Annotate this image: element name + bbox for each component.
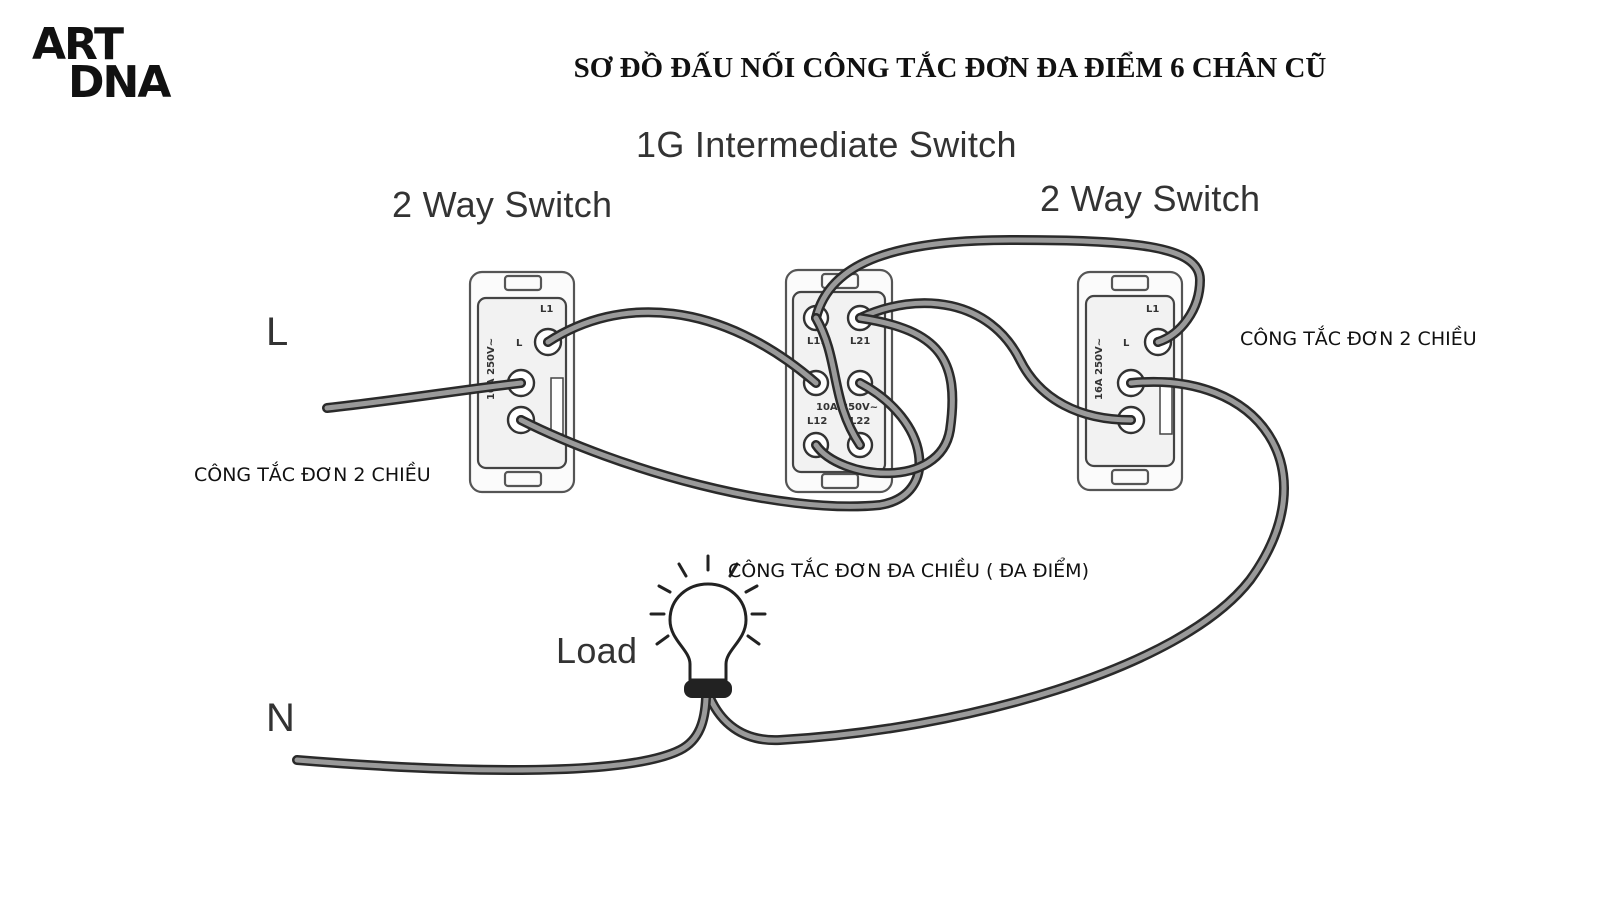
left-switch-bottom-tab [503, 470, 543, 488]
left-switch-top-tab [503, 274, 543, 292]
left-switch-rating: 10A 250V~ [486, 338, 497, 400]
left-switch-l1-mark: L1 [540, 304, 553, 315]
wires [292, 235, 1289, 775]
load-label: Load [556, 630, 638, 671]
left-switch-label: 2 Way Switch [392, 184, 613, 225]
wire-intermediate-l11-to-l22 [811, 313, 865, 450]
page-title: SƠ ĐỒ ĐẤU NỐI CÔNG TẮC ĐƠN ĐA ĐIỂM 6 CHÂ… [573, 52, 1327, 84]
wire-left-l2-to-intermediate-l2 [516, 378, 925, 512]
wire-intermediate-l21-to-right-l2 [855, 298, 1136, 425]
light-bulb-icon [649, 554, 767, 698]
right-switch-bottom-tab [1110, 468, 1150, 486]
right-switch-vn-annotation: CÔNG TẮC ĐƠN 2 CHIỀU [1240, 328, 1477, 350]
right-switch-l-mark: L [1123, 338, 1130, 349]
wire-neutral-to-load [292, 693, 711, 775]
right-switch-top-tab [1110, 274, 1150, 292]
bulb-socket [684, 680, 732, 698]
wire-right-l-to-load [705, 376, 1289, 746]
left-switch-side-label [550, 377, 564, 435]
intermediate-l21-mark: L21 [850, 336, 870, 347]
intermediate-vn-annotation: CÔNG TẮC ĐƠN ĐA CHIỀU ( ĐA ĐIỂM) [728, 560, 1089, 582]
bulb-rays [649, 554, 767, 646]
brand-logo: ART DNA [32, 19, 182, 110]
left-switch-vn-annotation: CÔNG TẮC ĐƠN 2 CHIỀU [194, 464, 431, 486]
line-label: L [266, 310, 289, 354]
intermediate-switch-bottom-tab [820, 472, 860, 490]
wire-line-in [322, 378, 526, 413]
logo-line-2: DNA [68, 57, 171, 108]
right-switch-rating: 16A 250V~ [1094, 338, 1105, 400]
intermediate-l12-mark: L12 [807, 416, 827, 427]
right-switch-label: 2 Way Switch [1040, 178, 1261, 219]
neutral-label: N [266, 696, 295, 740]
left-switch-l-mark: L [516, 338, 523, 349]
right-switch-l1-mark: L1 [1146, 304, 1159, 315]
intermediate-switch-label: 1G Intermediate Switch [636, 124, 1017, 165]
intermediate-l11-mark: L11 [807, 336, 827, 347]
intermediate-l22-mark: L22 [850, 416, 870, 427]
wire-intermediate-l12-to-l21 [811, 313, 958, 479]
logo-line-1: ART [32, 19, 124, 70]
wire-left-l1-to-intermediate-l1 [543, 307, 821, 388]
wire-intermediate-l11-to-right-l1 [811, 235, 1205, 347]
